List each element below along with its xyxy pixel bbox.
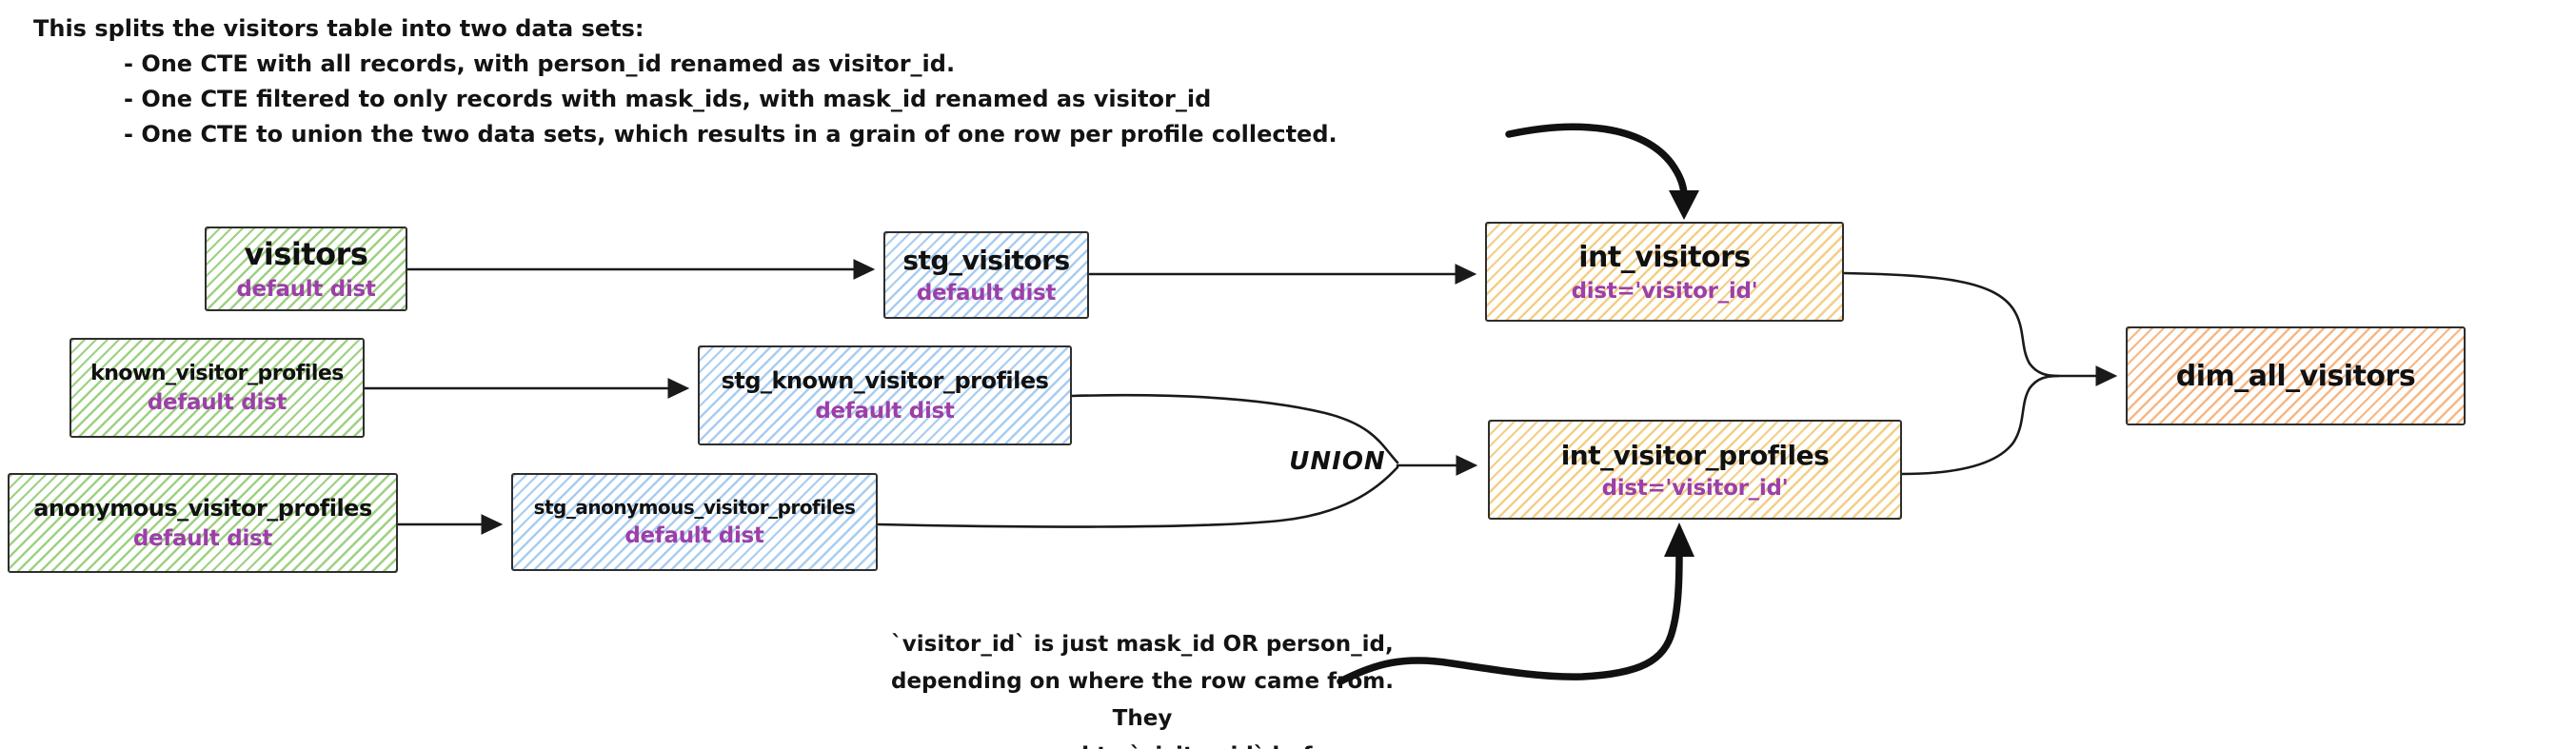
top-annotation: This splits the visitors table into two … [33, 11, 1338, 152]
node-stg-visitors[interactable]: stg_visitors default dist [883, 231, 1089, 319]
node-label: int_visitors [1578, 240, 1751, 274]
curve-int-visitor-profiles-to-merge [1900, 374, 2060, 476]
node-sublabel: dist='visitor_id' [1601, 475, 1789, 501]
node-label: stg_known_visitor_profiles [721, 367, 1049, 394]
node-label: int_visitor_profiles [1560, 439, 1830, 471]
node-label: known_visitor_profiles [90, 361, 344, 385]
annotation-line: depending on where the row came from. Th… [890, 669, 1394, 731]
node-int-visitors[interactable]: int_visitors dist='visitor_id' [1485, 222, 1844, 322]
node-sublabel: default dist [916, 281, 1057, 306]
node-label: dim_all_visitors [2175, 359, 2416, 393]
annotation-line: - One CTE with all records, with person_… [124, 50, 956, 77]
node-label: anonymous_visitor_profiles [33, 495, 372, 522]
curve-int-visitors-to-merge [1842, 271, 2060, 378]
node-dim-all-visitors[interactable]: dim_all_visitors [2126, 326, 2466, 425]
arrowhead-down-icon [1669, 190, 1699, 220]
annotation-line: `visitor_id` is just mask_id OR person_i… [891, 632, 1394, 657]
node-label: stg_visitors [902, 245, 1070, 276]
annotation-line: - One CTE filtered to only records with … [124, 86, 1212, 112]
node-sublabel: default dist [147, 389, 287, 415]
node-known-visitor-profiles[interactable]: known_visitor_profiles default dist [69, 338, 365, 438]
node-int-visitor-profiles[interactable]: int_visitor_profiles dist='visitor_id' [1488, 420, 1902, 520]
node-stg-known-visitor-profiles[interactable]: stg_known_visitor_profiles default dist [698, 345, 1072, 445]
node-sublabel: default dist [132, 526, 273, 551]
arrowhead-up-icon [1664, 522, 1694, 557]
curve-stg-anonymous-to-union [876, 465, 1399, 528]
annotation-line: are renamed to `visitor_id` before union… [885, 738, 1399, 749]
bottom-annotation: `visitor_id` is just mask_id OR person_i… [885, 626, 1399, 749]
node-sublabel: default dist [624, 523, 764, 548]
union-label: UNION [1289, 447, 1386, 476]
annotation-line: This splits the visitors table into two … [33, 15, 644, 42]
node-sublabel: default dist [815, 399, 955, 424]
node-visitors[interactable]: visitors default dist [205, 227, 407, 311]
node-anonymous-visitor-profiles[interactable]: anonymous_visitor_profiles default dist [8, 473, 398, 573]
node-label: visitors [244, 236, 368, 272]
node-label: stg_anonymous_visitor_profiles [533, 496, 856, 519]
arrow-top-note-to-int-visitors [1505, 123, 1688, 197]
node-stg-anonymous-visitor-profiles[interactable]: stg_anonymous_visitor_profiles default d… [511, 473, 878, 571]
annotation-line: - One CTE to union the two data sets, wh… [124, 121, 1338, 148]
node-sublabel: dist='visitor_id' [1571, 278, 1758, 304]
node-sublabel: default dist [236, 277, 376, 302]
